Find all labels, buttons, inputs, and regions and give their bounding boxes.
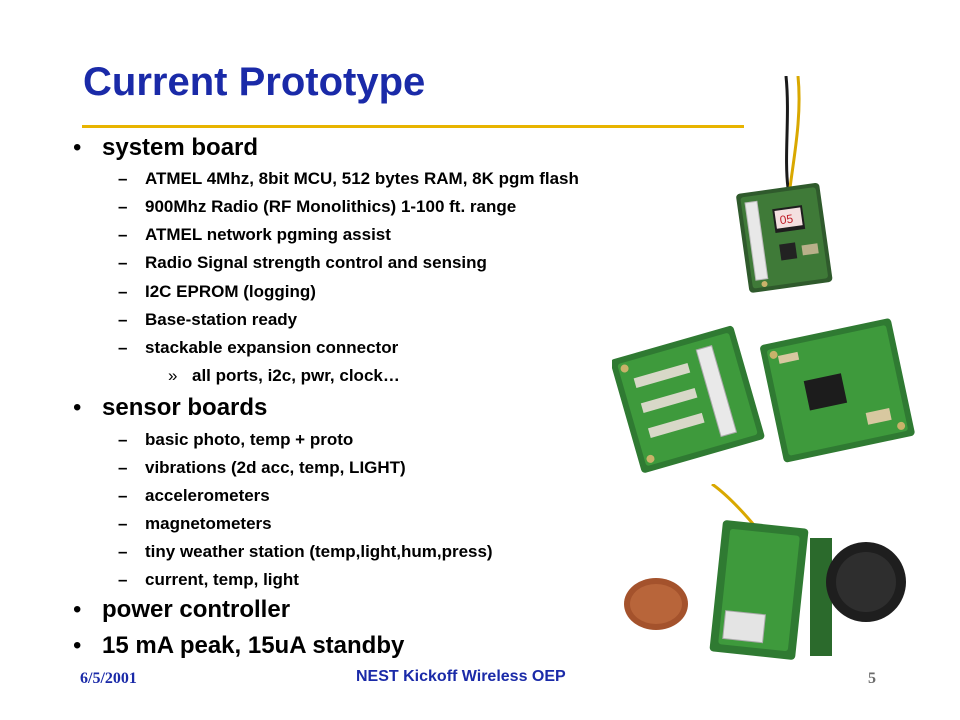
sub-marker: –: [118, 169, 128, 188]
sensor-boards-photo: [612, 318, 915, 473]
bullet-marker: •: [73, 394, 82, 421]
bullet-text: system board: [102, 134, 259, 161]
bullet-marker: •: [73, 134, 82, 161]
sub-item: – current, temp, light: [118, 570, 299, 590]
footer-date: 6/5/2001: [80, 670, 137, 687]
slide-title: Current Prototype: [83, 60, 426, 104]
footer-page-number: 5: [868, 670, 876, 687]
sub-item: – stackable expansion connector: [118, 338, 399, 358]
chip-tag-label: 05: [779, 211, 794, 227]
bullet-text: 15 mA peak, 15uA standby: [102, 632, 405, 659]
sub-item-text: magnetometers: [145, 514, 272, 533]
sub-marker: –: [118, 430, 128, 449]
sub-item-text: Radio Signal strength control and sensin…: [145, 253, 487, 272]
sub-item-text: accelerometers: [145, 486, 270, 505]
bullet-power-controller: • power controller: [73, 596, 291, 624]
sub-marker: –: [118, 282, 128, 301]
subsub-marker: »: [168, 366, 178, 385]
sub-marker: –: [118, 310, 128, 329]
bullet-system-board: • system board: [73, 134, 259, 162]
title-underline: [82, 125, 744, 128]
bullet-marker: •: [73, 632, 82, 659]
sub-marker: –: [118, 338, 128, 357]
bullet-text: power controller: [102, 596, 291, 623]
sub-item-text: Base-station ready: [145, 310, 298, 329]
sub-item-text: 900Mhz Radio (RF Monolithics) 1-100 ft. …: [145, 197, 517, 216]
sub-item: – 900Mhz Radio (RF Monolithics) 1-100 ft…: [118, 197, 517, 217]
sub-item: – ATMEL network pgming assist: [118, 225, 391, 245]
footer-title: NEST Kickoff Wireless OEP: [356, 668, 566, 685]
sub-item: – Radio Signal strength control and sens…: [118, 253, 487, 273]
sub-marker: –: [118, 458, 128, 477]
sub-item-text: stackable expansion connector: [145, 338, 399, 357]
sub-item-text: vibrations (2d acc, temp, LIGHT): [145, 458, 406, 477]
sub-item: – tiny weather station (temp,light,hum,p…: [118, 542, 493, 562]
sub-item-text: current, temp, light: [145, 570, 299, 589]
sub-sub-item: » all ports, i2c, pwr, clock…: [168, 366, 400, 386]
sub-item-text: basic photo, temp + proto: [145, 430, 354, 449]
sub-marker: –: [118, 253, 128, 272]
sub-item-text: tiny weather station (temp,light,hum,pre…: [145, 542, 493, 561]
sub-item: – I2C EPROM (logging): [118, 282, 316, 302]
sub-marker: –: [118, 225, 128, 244]
sub-marker: –: [118, 197, 128, 216]
bullet-text: sensor boards: [102, 394, 268, 421]
sub-item: – magnetometers: [118, 514, 272, 534]
sub-item: – accelerometers: [118, 486, 270, 506]
sub-item: – Base-station ready: [118, 310, 298, 330]
system-board-photo: 05: [736, 76, 833, 293]
bullet-sensor-boards: • sensor boards: [73, 394, 268, 422]
sub-item: – basic photo, temp + proto: [118, 430, 354, 450]
sub-item: – vibrations (2d acc, temp, LIGHT): [118, 458, 406, 478]
stacked-mote-photo: [624, 484, 906, 660]
sub-marker: –: [118, 514, 128, 533]
sub-item-text: ATMEL network pgming assist: [145, 225, 391, 244]
bullet-marker: •: [73, 596, 82, 623]
sub-marker: –: [118, 486, 128, 505]
sub-item-text: I2C EPROM (logging): [145, 282, 316, 301]
sub-item-text: ATMEL 4Mhz, 8bit MCU, 512 bytes RAM, 8K …: [145, 169, 579, 188]
sub-item: – ATMEL 4Mhz, 8bit MCU, 512 bytes RAM, 8…: [118, 169, 579, 189]
sub-sub-item-text: all ports, i2c, pwr, clock…: [192, 366, 400, 385]
sub-marker: –: [118, 570, 128, 589]
bullet-power-spec: • 15 mA peak, 15uA standby: [73, 632, 405, 660]
sub-marker: –: [118, 542, 128, 561]
